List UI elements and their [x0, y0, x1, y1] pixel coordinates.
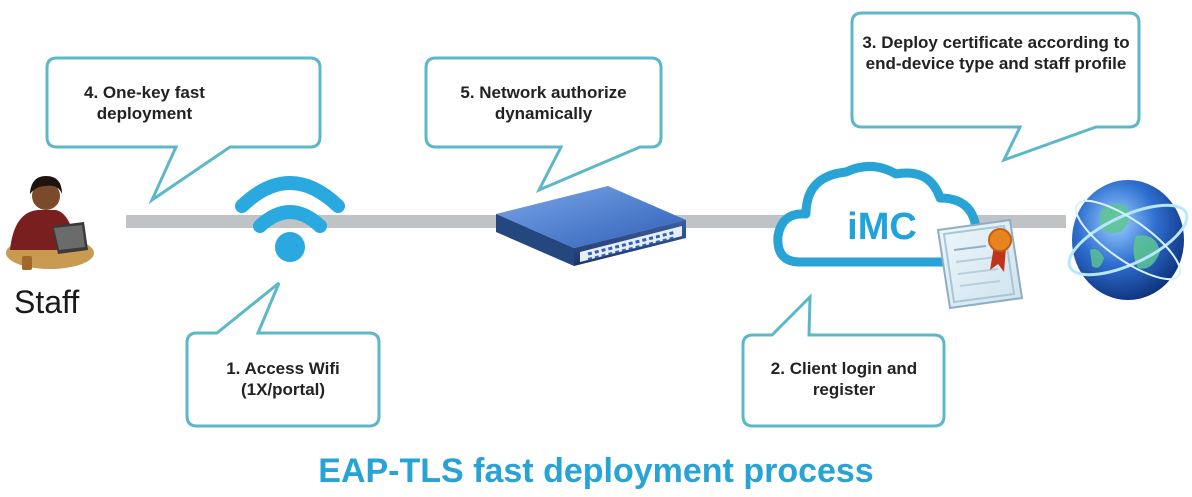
network-switch-icon — [496, 186, 686, 266]
callout-step-1 — [185, 281, 381, 428]
staff-label: Staff — [14, 284, 80, 320]
certificate-icon — [936, 218, 1024, 310]
wifi-icon — [235, 176, 345, 262]
callout-step-3 — [850, 11, 1141, 163]
diagram-caption: EAP-TLS fast deployment process — [318, 452, 874, 490]
callout-step-2 — [741, 293, 946, 428]
cloud-label: iMC — [847, 206, 917, 248]
step-3-text: 3. Deploy certificate according to end-d… — [862, 33, 1130, 73]
step-1-text: 1. Access Wifi (1X/portal) — [226, 359, 340, 399]
step-4-text: 4. One-key fast deployment — [84, 83, 205, 123]
callout-step-5 — [424, 56, 663, 194]
step-5-text: 5. Network authorize dynamically — [460, 83, 627, 123]
step-2-text: 2. Client login and register — [770, 359, 918, 399]
callout-step-4 — [45, 56, 322, 205]
globe-icon — [1067, 180, 1189, 300]
person-at-laptop-icon — [6, 176, 94, 270]
